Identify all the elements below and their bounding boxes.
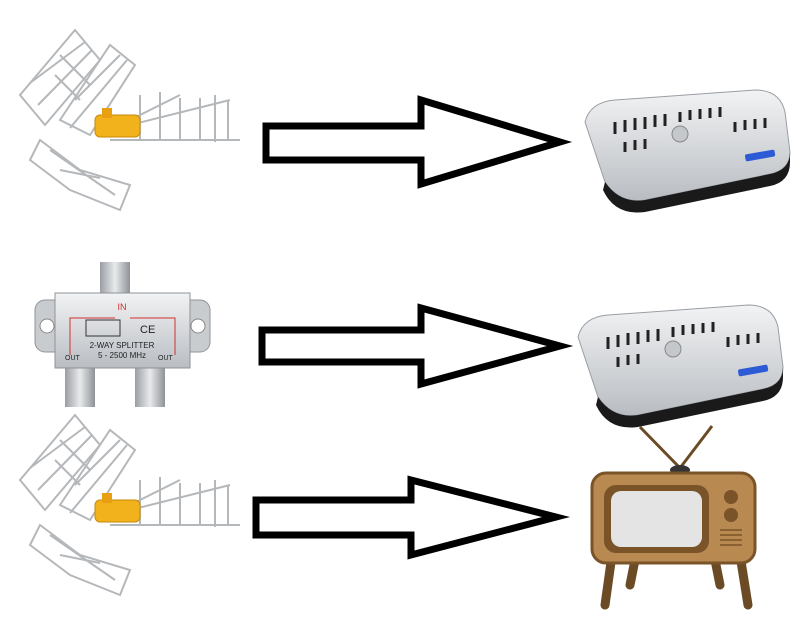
antenna-image-top <box>19 29 241 211</box>
receiver-image-top <box>583 88 792 215</box>
receiver-image-middle <box>576 303 785 430</box>
tv-image <box>590 425 757 610</box>
splitter-out-left-label: OUT <box>65 355 81 362</box>
arrow-top <box>262 95 573 189</box>
antenna-image-bottom <box>19 414 241 596</box>
splitter-out-right-label: OUT <box>158 355 174 362</box>
splitter-ce-mark: CE <box>140 324 155 336</box>
arrow-bottom <box>252 475 570 560</box>
splitter-frequency-label: 5 - 2500 MHz <box>98 351 146 360</box>
arrow-middle <box>258 303 574 389</box>
splitter-model-label: 2-WAY SPLITTER <box>90 341 155 350</box>
splitter-in-label: IN <box>118 302 127 312</box>
splitter-image: IN CE 2-WAY SPLITTER 5 - 2500 MHz OUT OU… <box>34 262 211 407</box>
